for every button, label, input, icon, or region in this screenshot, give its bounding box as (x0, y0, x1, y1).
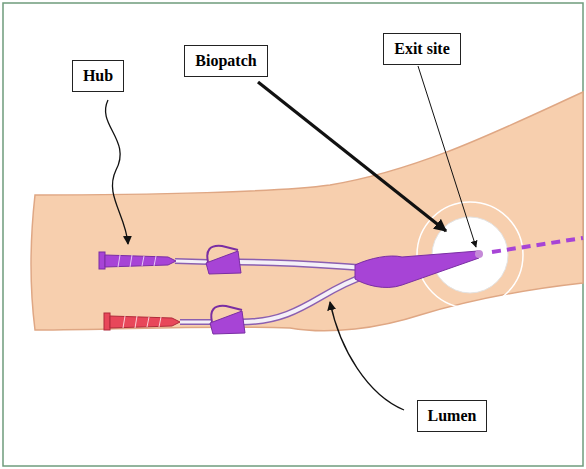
purple-hub (99, 246, 241, 274)
catheter-under-skin (492, 238, 583, 252)
part-label: Biopatch (195, 51, 256, 70)
part-label: Lumen (428, 406, 477, 425)
leader-line (330, 302, 404, 410)
red-clamp (210, 306, 245, 334)
leader-line (258, 82, 446, 231)
arm (31, 92, 583, 331)
frame (3, 3, 583, 466)
leader-line (106, 100, 128, 244)
junction-hub (355, 251, 479, 287)
label-box: Biopatch (184, 45, 267, 76)
leader-line (418, 66, 476, 247)
label-box: Hub (72, 60, 124, 91)
part-label: Hub (83, 66, 113, 85)
part-label: Exit site (394, 39, 450, 58)
red-hub (104, 313, 180, 330)
lumen-tubes (175, 261, 365, 322)
label-box: Lumen (417, 400, 488, 431)
exit-site (475, 250, 483, 258)
label-box: Exit site (383, 33, 461, 64)
